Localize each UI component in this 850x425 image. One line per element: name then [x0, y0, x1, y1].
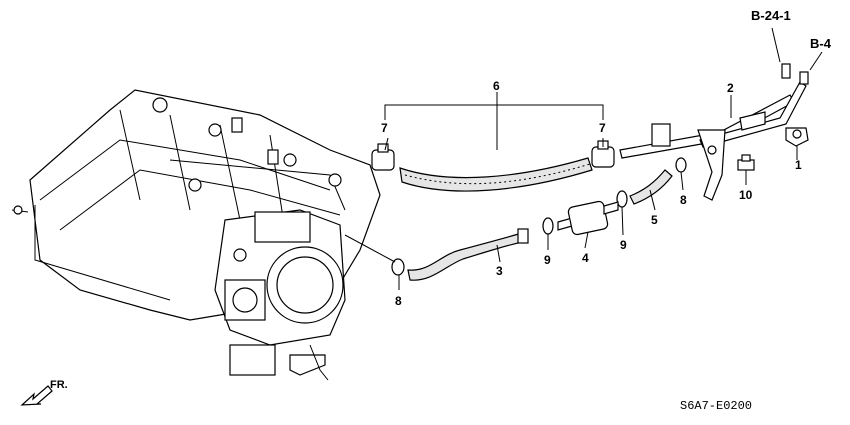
- part-number-2: 2: [727, 81, 734, 95]
- clamp-9-left: [542, 217, 554, 235]
- part-number-8-right: 8: [680, 193, 687, 207]
- hose-5: [629, 169, 673, 205]
- diagram-code: S6A7-E0200: [680, 399, 752, 413]
- hose-6: [399, 157, 593, 192]
- part-number-7-left: 7: [381, 121, 388, 135]
- part-number-6: 6: [493, 79, 500, 93]
- part-number-9-right: 9: [620, 238, 627, 252]
- part-number-8-left: 8: [395, 294, 402, 308]
- throttle-body: [214, 209, 346, 381]
- ref-label-b4[interactable]: B-4: [810, 36, 832, 51]
- leader-lines: [344, 27, 823, 290]
- part-number-1: 1: [795, 158, 802, 172]
- front-direction-arrow-icon: [20, 385, 53, 406]
- hose-3: [407, 228, 529, 281]
- clamp-8-left: [391, 258, 405, 276]
- part-number-9-left: 9: [544, 253, 551, 267]
- bolt-10: [737, 154, 755, 171]
- part-number-5: 5: [651, 213, 658, 227]
- valve-4: [557, 200, 619, 236]
- ref-label-b24-1[interactable]: B-24-1: [751, 8, 791, 23]
- part-number-7-right: 7: [599, 121, 606, 135]
- clip-1: [785, 127, 809, 147]
- front-direction-label: FR.: [50, 379, 68, 391]
- part-number-4: 4: [582, 251, 589, 265]
- part-number-3: 3: [496, 264, 503, 278]
- part-number-10: 10: [739, 188, 753, 202]
- pipe-2: [619, 63, 809, 201]
- clamp-8-right: [675, 157, 687, 173]
- clamp-7-left: [371, 143, 395, 171]
